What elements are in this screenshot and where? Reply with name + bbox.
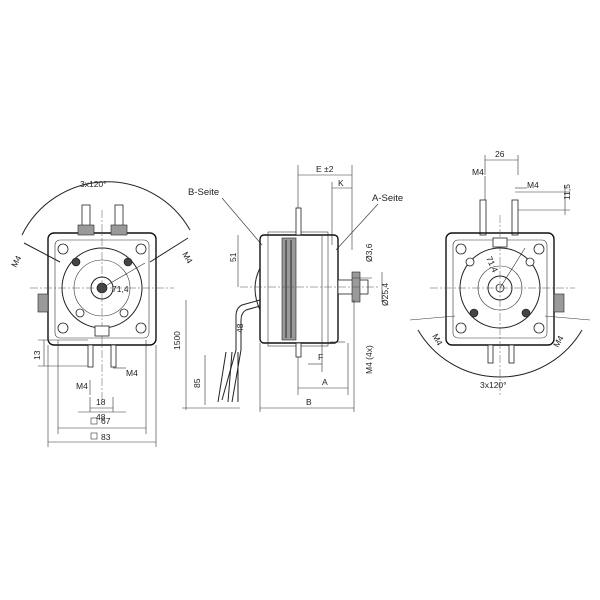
side-b: B	[306, 397, 312, 407]
front-bottom-stud-1	[87, 344, 94, 368]
front-radius-label: 71,4	[112, 284, 129, 294]
side-dim-51: 51	[228, 252, 238, 262]
rear-radius-line	[499, 247, 526, 289]
front-radius-line	[101, 262, 146, 289]
front-angle-label: 3x120°	[80, 179, 107, 189]
side-a-seite: A-Seite	[372, 193, 403, 204]
rear-hole-3	[469, 308, 479, 318]
front-dim-67: 67	[101, 416, 111, 426]
rear-bottom-stud-1	[487, 344, 494, 364]
front-screw-br	[135, 322, 147, 334]
side-dim-85: 85	[192, 378, 202, 388]
rear-hole-4	[521, 308, 531, 318]
side-f: F	[318, 352, 323, 362]
front-dim-83: 83	[101, 432, 111, 442]
square-symbol-67	[90, 417, 98, 425]
side-view: B-Seite A-Seite E ±2 K Ø3,6 Ø25,	[172, 164, 403, 412]
rear-side-tab	[553, 293, 565, 313]
rear-dim-11-5: 11,5	[562, 184, 572, 200]
side-m4-4x: M4 (4x)	[364, 345, 374, 374]
cable-wire-1	[217, 351, 227, 403]
side-e-tol: E ±2	[316, 164, 334, 174]
side-bearing-curve	[254, 267, 261, 311]
front-angle-arc	[21, 181, 191, 236]
side-b-seite: B-Seite	[188, 187, 219, 198]
rear-top-plug	[492, 237, 508, 248]
rear-screw-bl	[455, 322, 467, 334]
side-stud-top	[295, 207, 302, 236]
side-frame	[267, 231, 329, 347]
front-hole-3	[75, 308, 85, 318]
rear-screw-tl	[455, 243, 467, 255]
side-cable-2	[231, 305, 261, 403]
side-a: A	[322, 377, 328, 387]
front-screw-tr	[135, 243, 147, 255]
front-bottom-plug	[94, 325, 110, 337]
rear-stud-1	[479, 199, 487, 236]
front-dim-48: 48	[96, 412, 106, 422]
rear-m4-bl-leader	[409, 315, 456, 321]
side-stator-pack	[281, 237, 297, 341]
front-arc-leader-l	[23, 242, 61, 263]
side-dim-1500: 1500	[172, 331, 182, 350]
front-screw-bl	[57, 322, 69, 334]
rear-m4-left: M4	[472, 167, 484, 177]
side-dia-3-6: Ø3,6	[364, 243, 374, 262]
rear-angle-label: 3x120°	[480, 380, 507, 390]
rear-screw-br	[533, 322, 545, 334]
rear-bottom-stud-2	[508, 344, 515, 364]
front-hole-1	[71, 257, 81, 267]
front-m4-right: M4	[180, 250, 195, 265]
cable-wire-2	[227, 351, 233, 403]
side-dia-25-4: Ø25,4	[380, 283, 390, 306]
rear-screw-tr	[533, 243, 545, 255]
front-view: 3x120° M4 M4 71,4	[9, 179, 195, 447]
rear-m4-br-leader	[544, 315, 591, 321]
rear-stud-2	[511, 199, 519, 236]
front-hole-2	[123, 257, 133, 267]
side-stud-bottom	[295, 342, 302, 358]
rear-hole-2	[525, 257, 535, 267]
a-seite-leader	[335, 203, 379, 251]
front-m4-bottom-left: M4	[76, 381, 88, 391]
front-stud-base-2	[110, 224, 128, 236]
front-dim-13: 13	[32, 350, 42, 360]
rear-m4-br: M4	[551, 334, 566, 349]
side-cable	[221, 299, 261, 401]
rear-view: 26 M4 M4 11,5 71,4	[409, 149, 591, 395]
front-screw-tl	[57, 243, 69, 255]
front-hole-4	[119, 308, 129, 318]
front-stud-base-1	[77, 224, 95, 236]
rear-m4-bl: M4	[430, 332, 445, 347]
side-body	[259, 234, 339, 344]
front-m4-left: M4	[9, 254, 24, 269]
b-seite-leader	[221, 197, 263, 246]
rear-radius-label: 71,4	[484, 255, 500, 274]
front-housing	[47, 232, 157, 346]
rear-angle-arc	[417, 329, 583, 378]
rear-hole-1	[465, 257, 475, 267]
front-m4-bottom-right: M4	[126, 368, 138, 378]
front-bottom-stud-2	[110, 344, 117, 368]
rear-m4-right: M4	[527, 180, 539, 190]
front-dim-18: 18	[96, 397, 106, 407]
front-side-tab	[37, 293, 49, 313]
square-symbol-83	[90, 432, 98, 440]
rear-dim-26: 26	[495, 149, 505, 159]
side-k: K	[338, 178, 344, 188]
side-dim-48: 48	[235, 323, 245, 333]
